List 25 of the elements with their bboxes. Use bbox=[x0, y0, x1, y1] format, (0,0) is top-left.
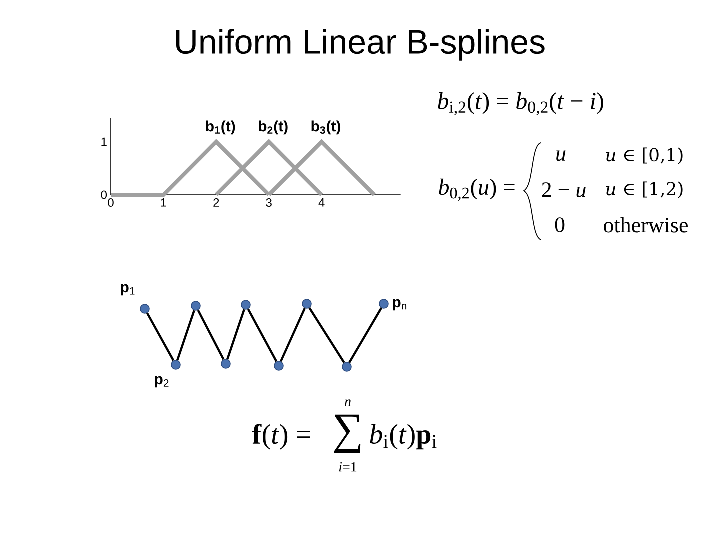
formula: u ∈ [0,1) bbox=[606, 148, 683, 164]
series-label: b$_{1}$(t) bbox=[206, 120, 236, 135]
formula: b$_{i,2}$(t) = b$_{0,2}$(t − i) bbox=[438, 92, 604, 116]
sum-limit: i=1 bbox=[339, 462, 357, 472]
x-tick-label: 4 bbox=[318, 198, 325, 207]
formula: b$_{0,2}$(u) = bbox=[439, 178, 515, 202]
title: Uniform Linear B-splines bbox=[176, 29, 545, 61]
formula: b$_{i}$(t)p$_{i}$ bbox=[370, 424, 437, 450]
point-label: p$_{n}$ bbox=[393, 299, 407, 311]
x-tick-label: 0 bbox=[108, 198, 114, 208]
sum-limit: n bbox=[345, 400, 351, 406]
summation-sign: ∑ bbox=[334, 414, 361, 454]
series-label: b$_{3}$(t) bbox=[312, 120, 341, 135]
point-label: p$_{2}$ bbox=[155, 376, 169, 388]
formula: u bbox=[556, 150, 566, 162]
x-tick-label: 1 bbox=[161, 198, 166, 207]
formula: 0 bbox=[555, 218, 565, 232]
x-tick-label: 2 bbox=[214, 198, 220, 207]
x-tick-label: 3 bbox=[266, 198, 272, 208]
point-label: p$_{1}$ bbox=[121, 284, 135, 296]
formula: otherwise bbox=[604, 217, 688, 233]
formula: u ∈ [1,2) bbox=[606, 182, 683, 198]
formula: f(t) = bbox=[252, 424, 310, 450]
series-label: b$_{2}$(t) bbox=[259, 120, 288, 135]
formula: 2 − u bbox=[542, 182, 586, 198]
